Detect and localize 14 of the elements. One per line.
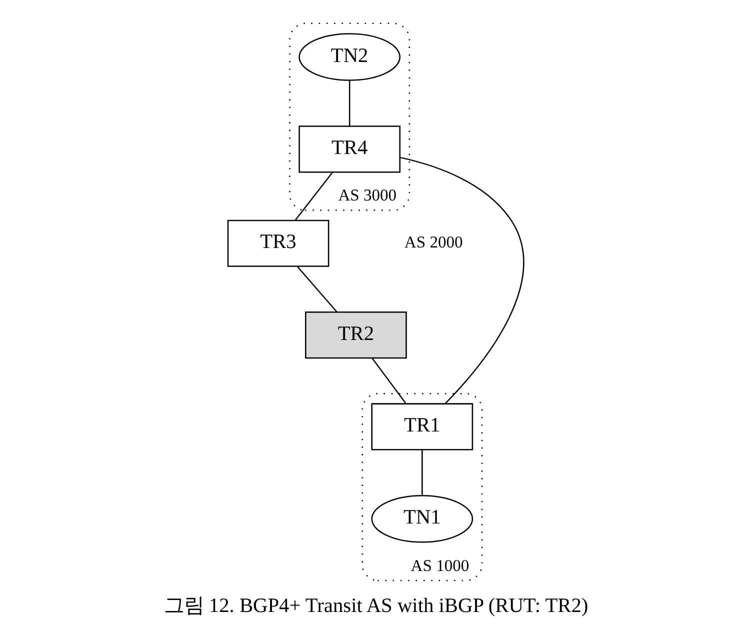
node-box: TR3 (227, 220, 330, 267)
connector (372, 358, 406, 404)
connector (400, 156, 524, 404)
node-ellipse: TN1 (371, 495, 474, 543)
node-ellipse: TN2 (298, 33, 401, 81)
connector (297, 266, 338, 312)
label: AS 2000 (404, 232, 463, 252)
connector (348, 80, 350, 126)
connector (295, 172, 334, 220)
caption: 그림 12. BGP4+ Transit AS with iBGP (RUT: TR2) (164, 595, 588, 618)
connector (422, 450, 423, 495)
node-box: TR4 (298, 126, 401, 173)
node-box: TR2 (305, 312, 407, 359)
node-box: TR1 (371, 403, 474, 450)
